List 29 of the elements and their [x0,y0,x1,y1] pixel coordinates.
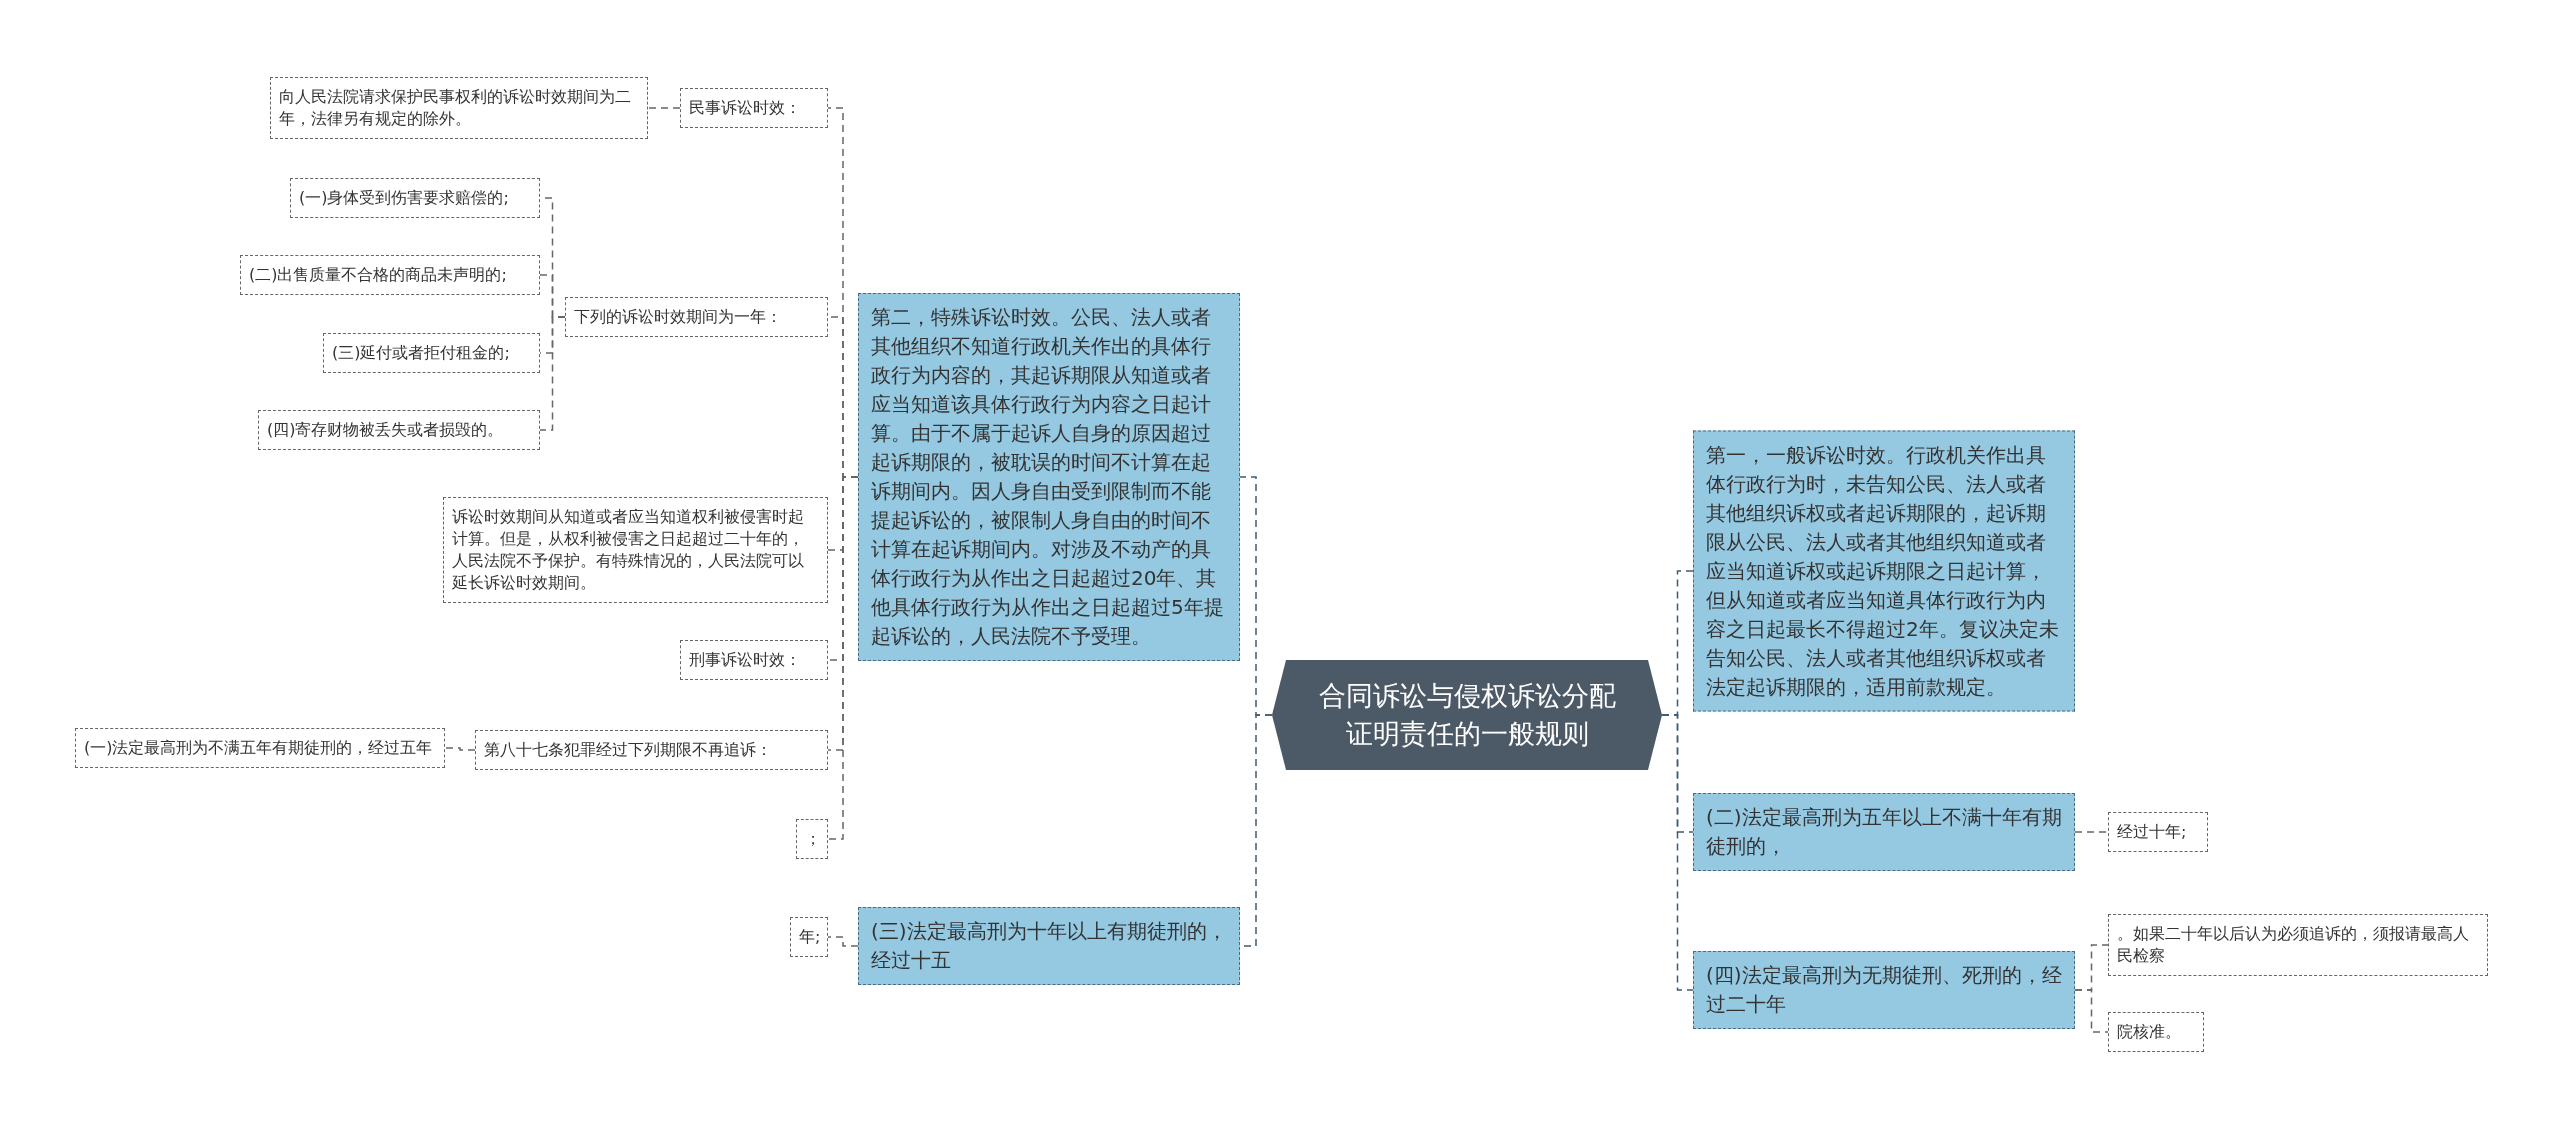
connector-line [444,747,476,751]
subtopic-box: (一)法定最高刑为不满五年有期徒刑的，经过五年 [75,728,445,768]
subtopic-box: 第八十七条犯罪经过下列期限不再追诉： [475,730,828,770]
subtopic-box: 向人民法院请求保护民事权利的诉讼时效期间为二年，法律另有规定的除外。 [270,77,648,139]
connector-line [539,316,566,431]
topic-box: 第一，一般诉讼时效。行政机关作出具体行政行为时，未告知公民、法人或者其他组织诉权或者起诉期限的，起诉期限从公民、法人或者其他组织知道或者应当知道诉权或起诉期限之日起计算，但从知道或者应当知道具体行政行为内容之日起最长不得超过2年。复议决定未告知公民、法人或者其他组织诉权或者法定起诉期限的，适用前款规定。 [1693,430,2075,712]
connector-line [2074,989,2109,1033]
connector-line [827,936,859,947]
subtopic-box: 民事诉讼时效： [680,88,828,128]
topic-box: (三)法定最高刑为十年以上有期徒刑的，经过十五 [858,907,1240,985]
subtopic-box: 年; [790,917,828,957]
central-topic: 合同诉讼与侵权诉讼分配证明责任的一般规则 [1272,660,1662,770]
subtopic-box: 院核准。 [2108,1012,2204,1052]
topic-box: (四)法定最高刑为无期徒刑、死刑的，经过二十年 [1693,951,2075,1029]
topic-box: (二)法定最高刑为五年以上不满十年有期徒刑的， [1693,793,2075,871]
subtopic-box: ； [796,819,828,859]
subtopic-box: (二)出售质量不合格的商品未声明的; [240,255,540,295]
subtopic-box: (三)延付或者拒付租金的; [323,333,540,373]
connector-line [647,107,681,109]
subtopic-box: 诉讼时效期间从知道或者应当知道权利被侵害时起计算。但是，从权利被侵害之日起超过二十年的，人民法院不予保护。有特殊情况的，人民法院可以延长诉讼时效期间。 [443,497,828,603]
topic-box: 第二，特殊诉讼时效。公民、法人或者其他组织不知道行政机关作出的具体行政行为内容的，其起诉期限从知道或者应当知道该具体行政行为内容之日起计算。由于不属于起诉人自身的原因超过起诉期限的，被耽误的时间不计算在起诉期间内。因人身自由受到限制而不能提起诉讼的，被限制人身自由的时间不计算在起诉期间内。对涉及不动产的具体行政行为从作出之日起超过20年、其他具体行政行为从作出之日起超过5年提起诉讼的，人民法院不予受理。 [858,293,1240,661]
subtopic-box: (一)身体受到伤害要求赔偿的; [290,178,540,218]
subtopic-box: 下列的诉讼时效期间为一年： [565,297,828,337]
connector-line [2074,831,2109,833]
subtopic-box: 经过十年; [2108,812,2208,852]
subtopic-box: 。如果二十年以后认为必须追诉的，须报请最高人民检察 [2108,914,2488,976]
subtopic-box: 刑事诉讼时效： [680,640,828,680]
subtopic-box: (四)寄存财物被丢失或者损毁的。 [258,410,540,450]
connector-line [1661,714,1694,991]
